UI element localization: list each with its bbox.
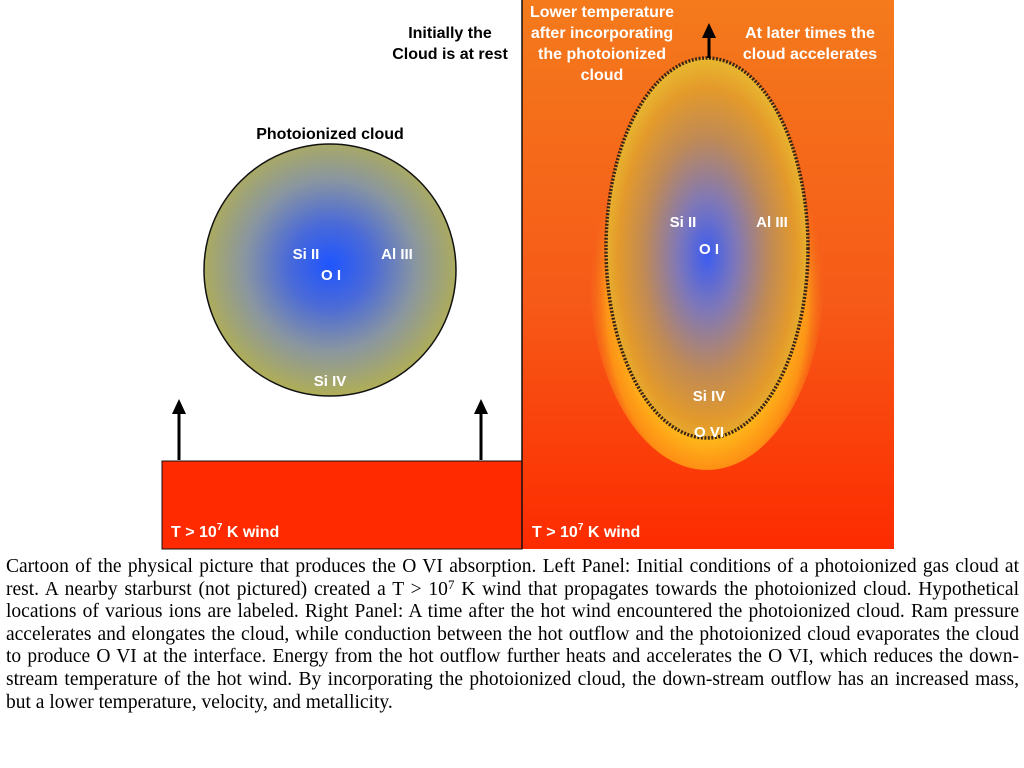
diagram-figure: Initially the Cloud is at rest Photoioni… [161, 0, 894, 550]
right-panel: Lower temperature after incorporating th… [521, 0, 894, 549]
right-ion-si2: Si II [670, 214, 697, 231]
left-title-line2: Cloud is at rest [392, 46, 508, 63]
caption-part1: Cartoon of the physical picture that pro… [6, 556, 1019, 600]
later-label-line2: cloud accelerates [743, 46, 877, 63]
photoionized-cloud [203, 143, 457, 397]
left-wind-arrow-1 [172, 399, 186, 460]
left-wind-arrow-2 [474, 399, 488, 460]
left-ion-o1: O I [321, 267, 341, 284]
left-wind-label: T > 107 K wind [171, 522, 279, 541]
right-label-line4: cloud [581, 67, 624, 84]
right-ion-o1: O I [699, 241, 719, 258]
left-ion-al3: Al III [381, 246, 413, 263]
right-wind-label: T > 107 K wind [532, 522, 640, 541]
caption-exponent: 7 [447, 576, 455, 592]
left-ion-si2: Si II [293, 246, 320, 263]
figure-caption: Cartoon of the physical picture that pro… [6, 556, 1019, 714]
later-label-line1: At later times the [745, 25, 875, 42]
cloud-label: Photoionized cloud [256, 126, 404, 143]
right-label-line2: after incorporating [531, 25, 673, 42]
left-title-line1: Initially the [408, 25, 492, 42]
elongated-cloud [604, 56, 810, 440]
right-ion-o6: O VI [694, 424, 724, 441]
left-panel: Initially the Cloud is at rest Photoioni… [161, 25, 523, 550]
right-label-line3: the photoionized [538, 46, 666, 63]
left-wind-block [161, 460, 523, 550]
right-ion-al3: Al III [756, 214, 788, 231]
left-ion-si4: Si IV [314, 373, 347, 390]
right-motion-arrow [702, 23, 716, 58]
right-ion-si4: Si IV [693, 388, 726, 405]
caption-part2: K wind that propagates towards the photo… [6, 578, 1020, 713]
right-label-line1: Lower temperature [530, 4, 674, 21]
